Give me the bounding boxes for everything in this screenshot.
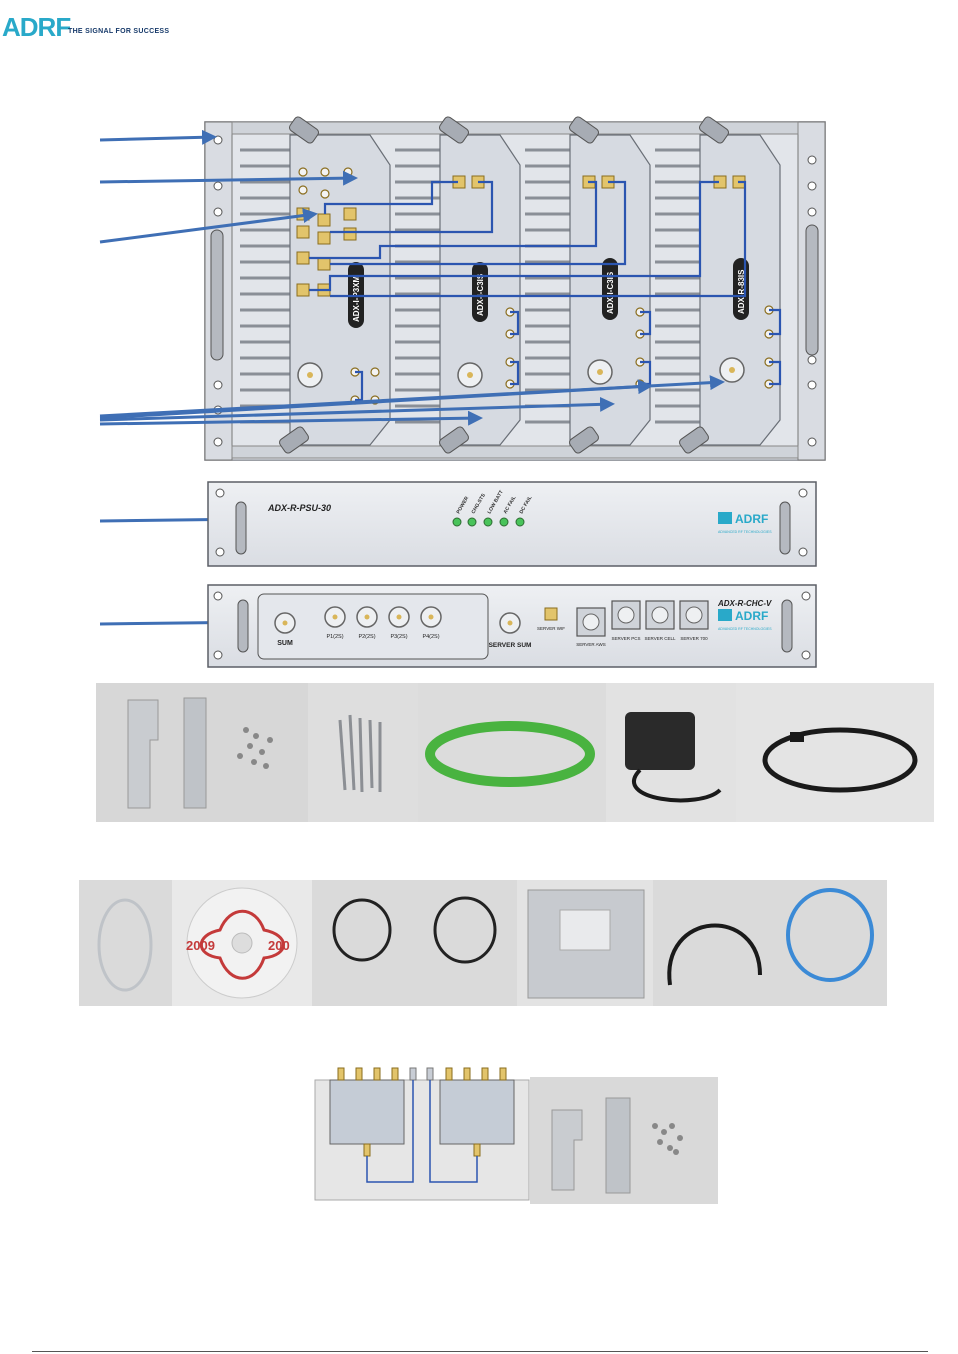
green-cable-photo (425, 721, 595, 787)
chc-port-label-9: SERVER CELL (645, 636, 676, 641)
chc-port-label-6: SERVER WIF (537, 626, 565, 631)
chc-port-label-7: SERVER AWS (576, 642, 606, 647)
spare-brackets-photo (530, 1077, 718, 1204)
power-cord-photo (762, 727, 918, 793)
accessory-row-2: 2009 200 (79, 880, 887, 1006)
chc-port-label-0: SUM (277, 640, 293, 647)
blue-cable-photo (786, 888, 874, 982)
chc-port-label-10: SERVER 700 (680, 636, 708, 641)
module-1-label: ADX-I-P3XM (352, 275, 361, 322)
module-3-label: ADX-I-C3IS (606, 271, 615, 314)
chc-brand-mark: ADRF (735, 609, 768, 623)
chc-port-label-3: P3(2S) (390, 634, 407, 640)
psu-brand-sub: ADVANCED RF TECHNOLOGIES (718, 530, 772, 534)
chc-port-label-5: SERVER SUM (489, 642, 532, 649)
module-2-label: ADX-I-C3IS (476, 273, 485, 316)
callout-arrows (99, 129, 725, 630)
chc-brand-sub: ADVANCED RF TECHNOLOGIES (718, 627, 772, 631)
jumper-cables (309, 180, 782, 402)
mounting-brackets-photo (127, 697, 273, 809)
ethernet-cable-photo (667, 923, 762, 986)
chc-model: ADX-R-CHC-V (717, 599, 772, 608)
splitter-assembly (314, 1067, 530, 1201)
logo-mark: ADRF (2, 12, 71, 42)
footer-rule (32, 1351, 928, 1352)
cd-year-right: 200 (268, 938, 290, 953)
module-label-badges (348, 258, 749, 328)
company-logo: ADRF THE SIGNAL FOR SUCCESS (2, 6, 202, 44)
logo-tagline: THE SIGNAL FOR SUCCESS (68, 28, 170, 35)
chc-panel (207, 584, 817, 668)
power-adapter-photo (625, 712, 695, 770)
chc-port-label-2: P2(2S) (358, 634, 375, 640)
chc-port-label-8: SERVER PCS (612, 636, 641, 641)
psu-brand-mark: ADRF (735, 512, 768, 526)
chc-port-label-4: P4(2S) (422, 634, 439, 640)
psu-model: ADX-R-PSU-30 (267, 503, 331, 513)
chc-port-label-1: P1(2S) (326, 634, 343, 640)
rf-cable-photo-1 (332, 898, 392, 962)
module-4-label: ADX-R-83IS (737, 269, 746, 314)
psu-panel (207, 481, 817, 567)
cd-year-left: 2009 (186, 938, 215, 953)
screws-bag-photo (338, 714, 382, 793)
rf-cable-photo-2 (433, 896, 497, 964)
usb-cable-photo (97, 898, 153, 992)
accessory-row-1 (96, 683, 934, 822)
heatsink-fins (240, 148, 700, 424)
